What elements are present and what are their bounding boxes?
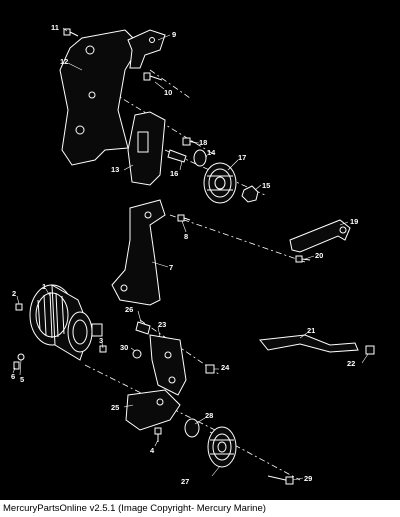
nut-24 [205, 364, 215, 374]
bolt-11 [63, 28, 79, 37]
callout-23: 23 [158, 320, 166, 329]
leader-lines [12, 27, 369, 481]
callout-17: 17 [238, 153, 246, 162]
callout-27: 27 [181, 477, 189, 486]
callout-16: 16 [170, 169, 178, 178]
callout-29: 29 [304, 474, 312, 483]
tensioner-bracket [127, 111, 166, 186]
callout-8: 8 [184, 232, 188, 241]
callout-22: 22 [347, 359, 355, 368]
callout-5: 5 [20, 375, 24, 384]
callout-10: 10 [164, 88, 172, 97]
stud-26 [135, 321, 151, 335]
parts-diagram: 1 2 3 4 5 6 7 8 9 10 11 12 13 14 15 16 1… [11, 23, 375, 486]
spacer-28 [184, 418, 200, 438]
callout-6: 6 [11, 372, 15, 381]
spacer-14 [193, 149, 207, 167]
callout-25: 25 [111, 403, 119, 412]
bolt-4 [154, 427, 162, 442]
bolt-29 [267, 475, 294, 485]
callout-15: 15 [262, 181, 270, 190]
adjusting-arm [289, 219, 351, 253]
callout-9: 9 [172, 30, 176, 39]
copyright-caption: MercuryPartsOnline v2.5.1 (Image Copyrig… [0, 500, 400, 517]
lower-bracket [125, 389, 181, 431]
callout-12: 12 [60, 57, 68, 66]
mounting-plate [59, 29, 141, 166]
callout-7: 7 [169, 263, 173, 272]
spacer-30 [132, 349, 142, 359]
callout-labels: 1 2 3 4 5 6 7 8 9 10 11 12 13 14 15 16 1… [11, 23, 358, 486]
callout-11: 11 [51, 23, 59, 32]
callout-2: 2 [12, 289, 16, 298]
callout-30: 30 [120, 343, 128, 352]
screw-18 [182, 137, 197, 146]
callout-20: 20 [315, 251, 323, 260]
nut-3 [99, 345, 107, 353]
callout-26: 26 [125, 305, 133, 314]
brace-21 [259, 334, 359, 353]
bolt-20 [295, 255, 311, 263]
lower-pulley [207, 426, 237, 468]
exploded-view-drawing: 1 2 3 4 5 6 7 8 9 10 11 12 13 14 15 16 1… [11, 23, 375, 486]
screw-16 [167, 149, 187, 163]
bolt-2 [15, 303, 23, 311]
callout-19: 19 [350, 217, 358, 226]
bolt-10 [143, 72, 163, 81]
small-bracket [127, 29, 166, 69]
screw-6 [13, 361, 20, 370]
callout-18: 18 [199, 138, 207, 147]
bolt-8 [177, 214, 191, 222]
callout-14: 14 [207, 148, 216, 157]
callout-4: 4 [150, 446, 155, 455]
callout-21: 21 [307, 326, 315, 335]
bracket-plate-23 [149, 334, 187, 396]
alternator-bracket [111, 199, 166, 306]
callout-24: 24 [221, 363, 230, 372]
callout-13: 13 [111, 165, 119, 174]
nut-22 [365, 345, 375, 355]
washer-5 [17, 353, 25, 361]
idler-pulley [203, 162, 237, 204]
callout-28: 28 [205, 411, 213, 420]
nut-15 [241, 185, 259, 203]
alternator [29, 284, 103, 361]
callout-1: 1 [42, 282, 46, 291]
callout-3: 3 [99, 336, 103, 345]
